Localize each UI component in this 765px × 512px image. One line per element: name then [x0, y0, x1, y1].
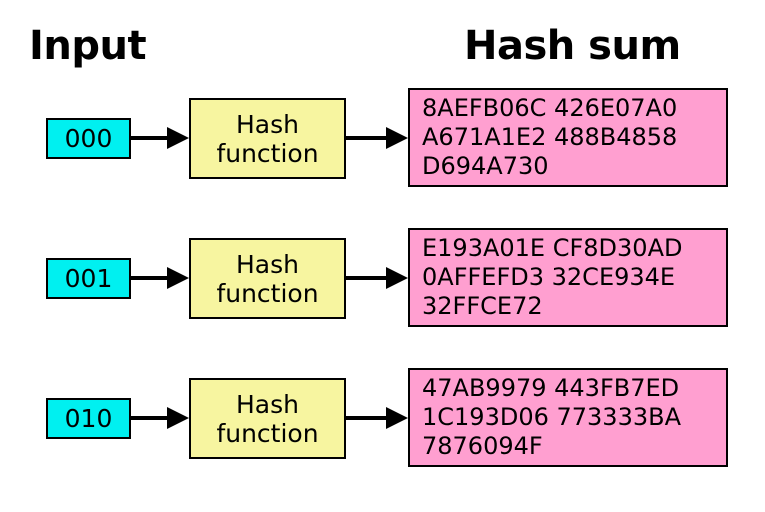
hash-function-label: Hash function [216, 109, 319, 168]
hash-sum-value: 47AB9979 443FB7ED 1C193D06 773333BA 7876… [422, 374, 681, 460]
arrow-head-icon [167, 127, 189, 149]
arrow-shaft [131, 136, 169, 140]
hash-sum-box: 8AEFB06C 426E07A0 A671A1E2 488B4858 D694… [408, 88, 728, 187]
arrow-hash-function-to-hash-sum [346, 127, 408, 149]
arrow-head-icon [386, 127, 408, 149]
hash-function-label: Hash function [216, 389, 319, 448]
hash-function-label: Hash function [216, 249, 319, 308]
hash-sum-value: E193A01E CF8D30AD 0AFFEFD3 32CE934E 32FF… [422, 234, 683, 320]
column-heading-input: Input [29, 23, 147, 69]
input-box: 010 [46, 398, 131, 439]
diagram-row: 010 Hash function 47AB9979 443FB7ED 1C19… [0, 348, 765, 488]
hash-sum-box: E193A01E CF8D30AD 0AFFEFD3 32CE934E 32FF… [408, 228, 728, 327]
arrow-head-icon [386, 407, 408, 429]
arrow-hash-function-to-hash-sum [346, 407, 408, 429]
input-value: 000 [64, 124, 113, 153]
arrow-shaft [346, 136, 388, 140]
input-value: 001 [64, 264, 113, 293]
hash-sum-box: 47AB9979 443FB7ED 1C193D06 773333BA 7876… [408, 368, 728, 467]
column-heading-hash-sum: Hash sum [464, 23, 681, 69]
hash-function-box: Hash function [189, 238, 346, 319]
hash-sum-value: 8AEFB06C 426E07A0 A671A1E2 488B4858 D694… [422, 94, 678, 180]
arrow-shaft [131, 416, 169, 420]
input-box: 001 [46, 258, 131, 299]
arrow-head-icon [167, 407, 189, 429]
arrow-head-icon [386, 267, 408, 289]
arrow-shaft [131, 276, 169, 280]
arrow-shaft [346, 416, 388, 420]
hash-function-box: Hash function [189, 378, 346, 459]
arrow-hash-function-to-hash-sum [346, 267, 408, 289]
arrow-input-to-hash-function [131, 127, 189, 149]
arrow-shaft [346, 276, 388, 280]
diagram-row: 001 Hash function E193A01E CF8D30AD 0AFF… [0, 208, 765, 348]
arrow-head-icon [167, 267, 189, 289]
arrow-input-to-hash-function [131, 267, 189, 289]
input-value: 010 [64, 404, 113, 433]
hash-function-box: Hash function [189, 98, 346, 179]
diagram-row: 000 Hash function 8AEFB06C 426E07A0 A671… [0, 68, 765, 208]
arrow-input-to-hash-function [131, 407, 189, 429]
input-box: 000 [46, 118, 131, 159]
